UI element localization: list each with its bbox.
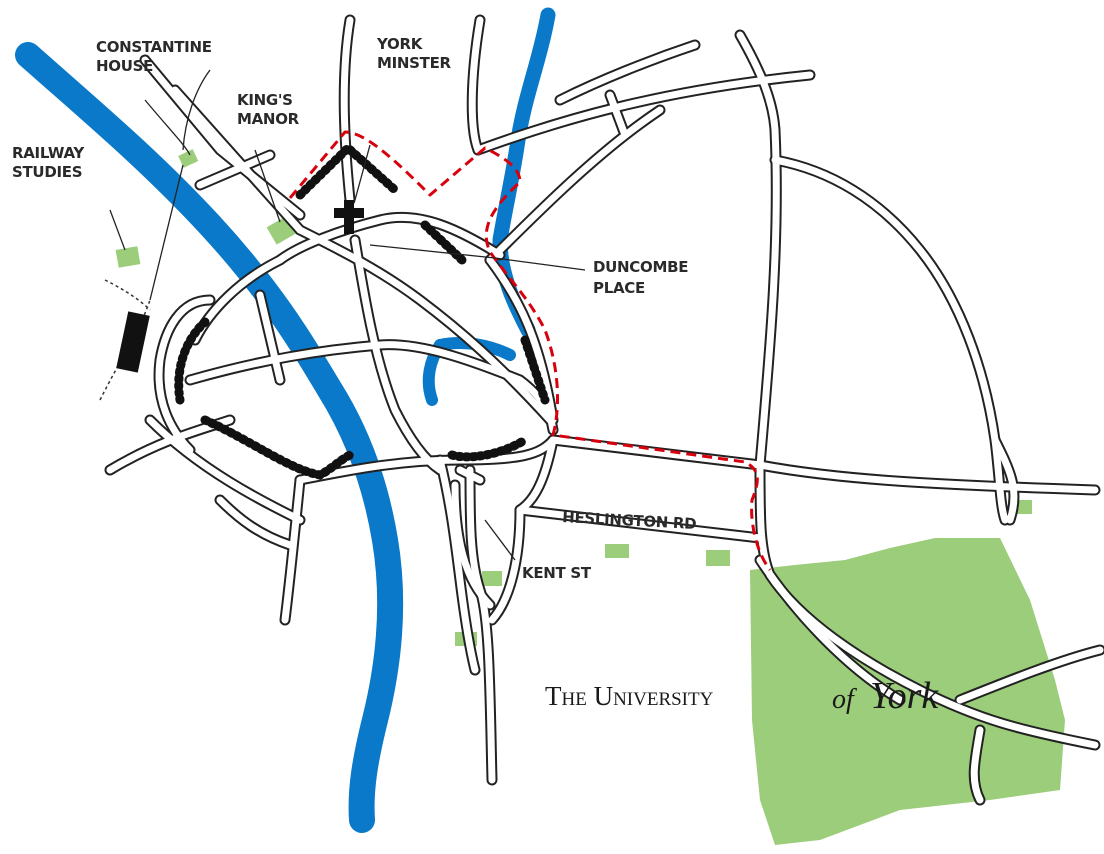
green-building-b[interactable] bbox=[706, 550, 730, 566]
railway-line-2 bbox=[104, 279, 151, 311]
green-building-c[interactable] bbox=[482, 571, 502, 586]
label-railway-line2: STUDIES bbox=[12, 163, 82, 181]
label-duncombe-place: DUNCOMBE PLACE bbox=[593, 258, 693, 297]
railway-studies-building[interactable] bbox=[115, 246, 141, 268]
university-logo-prefix: The University bbox=[545, 681, 714, 711]
label-minster-line1: YORK bbox=[376, 35, 424, 53]
label-heslington-rd: HESLINGTON RD bbox=[562, 508, 697, 533]
constantine-house-building[interactable] bbox=[178, 149, 199, 168]
university-logo-name: York bbox=[870, 675, 939, 717]
label-duncombe-line1: DUNCOMBE bbox=[593, 258, 688, 276]
university-logo-of: of bbox=[832, 684, 857, 715]
label-kent-st: KENT ST bbox=[522, 564, 592, 582]
label-duncombe-line2: PLACE bbox=[593, 279, 645, 297]
university-campus-area[interactable] bbox=[750, 538, 1065, 845]
walking-route bbox=[288, 130, 772, 571]
green-building-a[interactable] bbox=[605, 544, 629, 558]
river-ouse bbox=[15, 42, 404, 833]
label-york-minster: YORK MINSTER bbox=[376, 35, 452, 72]
label-constantine-house: CONSTANTINE HOUSE bbox=[96, 38, 217, 75]
label-railway-line1: RAILWAY bbox=[12, 144, 85, 162]
railway-station-building[interactable] bbox=[116, 311, 150, 373]
label-railway-studies: RAILWAY STUDIES bbox=[12, 144, 89, 181]
label-pointers bbox=[109, 69, 586, 561]
label-constantine-line1: CONSTANTINE bbox=[96, 38, 212, 56]
label-kings-manor: KING'S MANOR bbox=[237, 91, 300, 128]
label-kings-manor-line2: MANOR bbox=[237, 110, 300, 128]
label-constantine-line2: HOUSE bbox=[96, 57, 153, 75]
label-minster-line2: MINSTER bbox=[377, 54, 452, 72]
label-kings-manor-line1: KING'S bbox=[237, 91, 293, 109]
city-walls bbox=[174, 141, 550, 480]
cross-icon[interactable] bbox=[334, 200, 364, 234]
university-logo[interactable]: The University of York bbox=[545, 675, 939, 717]
